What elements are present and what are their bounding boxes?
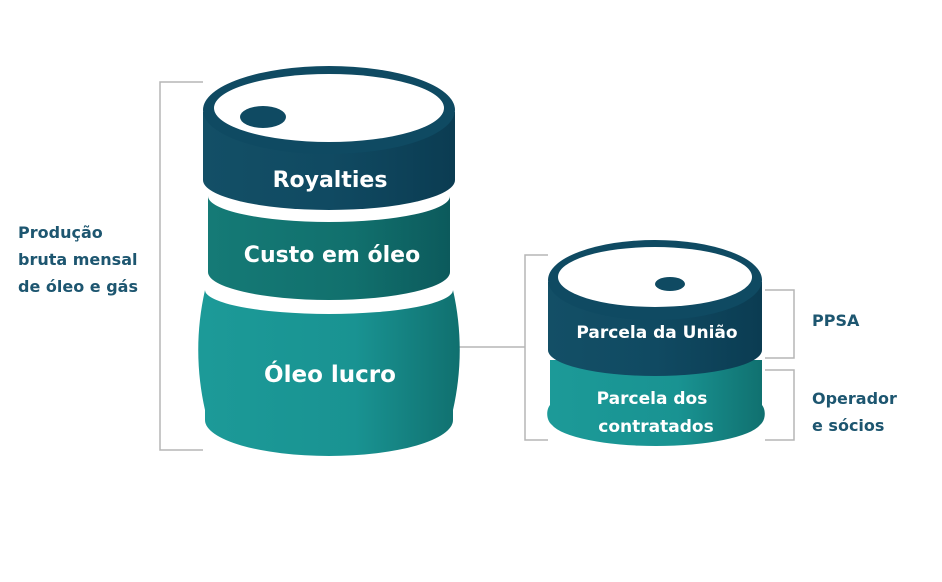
svg-text:de óleo e gás: de óleo e gás [18,277,138,296]
bracket-operators [765,369,795,441]
svg-text:Óleo lucro: Óleo lucro [264,360,396,388]
svg-text:Royalties: Royalties [273,168,388,193]
barrel-bung-icon [240,106,286,128]
svg-text:Parcela dos: Parcela dos [597,389,708,409]
small-barrel-lid [558,247,752,307]
small-barrel: Parcela da União Parcela dos contratados [547,240,765,446]
band-custo-em-oleo [208,196,450,300]
svg-text:Produção: Produção [18,223,103,242]
label-socios: e sócios [812,416,884,435]
barrel-lid [214,74,444,142]
svg-text:bruta mensal: bruta mensal [18,250,137,269]
big-barrel: Royalties Custo em óleo Óleo lucro [198,66,460,456]
bracket-ppsa [765,289,795,359]
band-oleo-lucro [198,290,460,456]
bracket-profit-oil [524,254,548,441]
svg-text:Custo em óleo: Custo em óleo [244,243,420,268]
label-ppsa: PPSA [812,311,860,330]
bracket-total-production [159,81,203,451]
band-parcela-contratados [547,360,765,446]
svg-text:contratados: contratados [598,417,713,437]
left-label: Produção bruta mensal de óleo e gás [18,223,138,296]
label-operador: Operador [812,389,897,408]
small-barrel-bung-icon [655,277,685,291]
svg-text:Parcela da União: Parcela da União [576,323,737,343]
